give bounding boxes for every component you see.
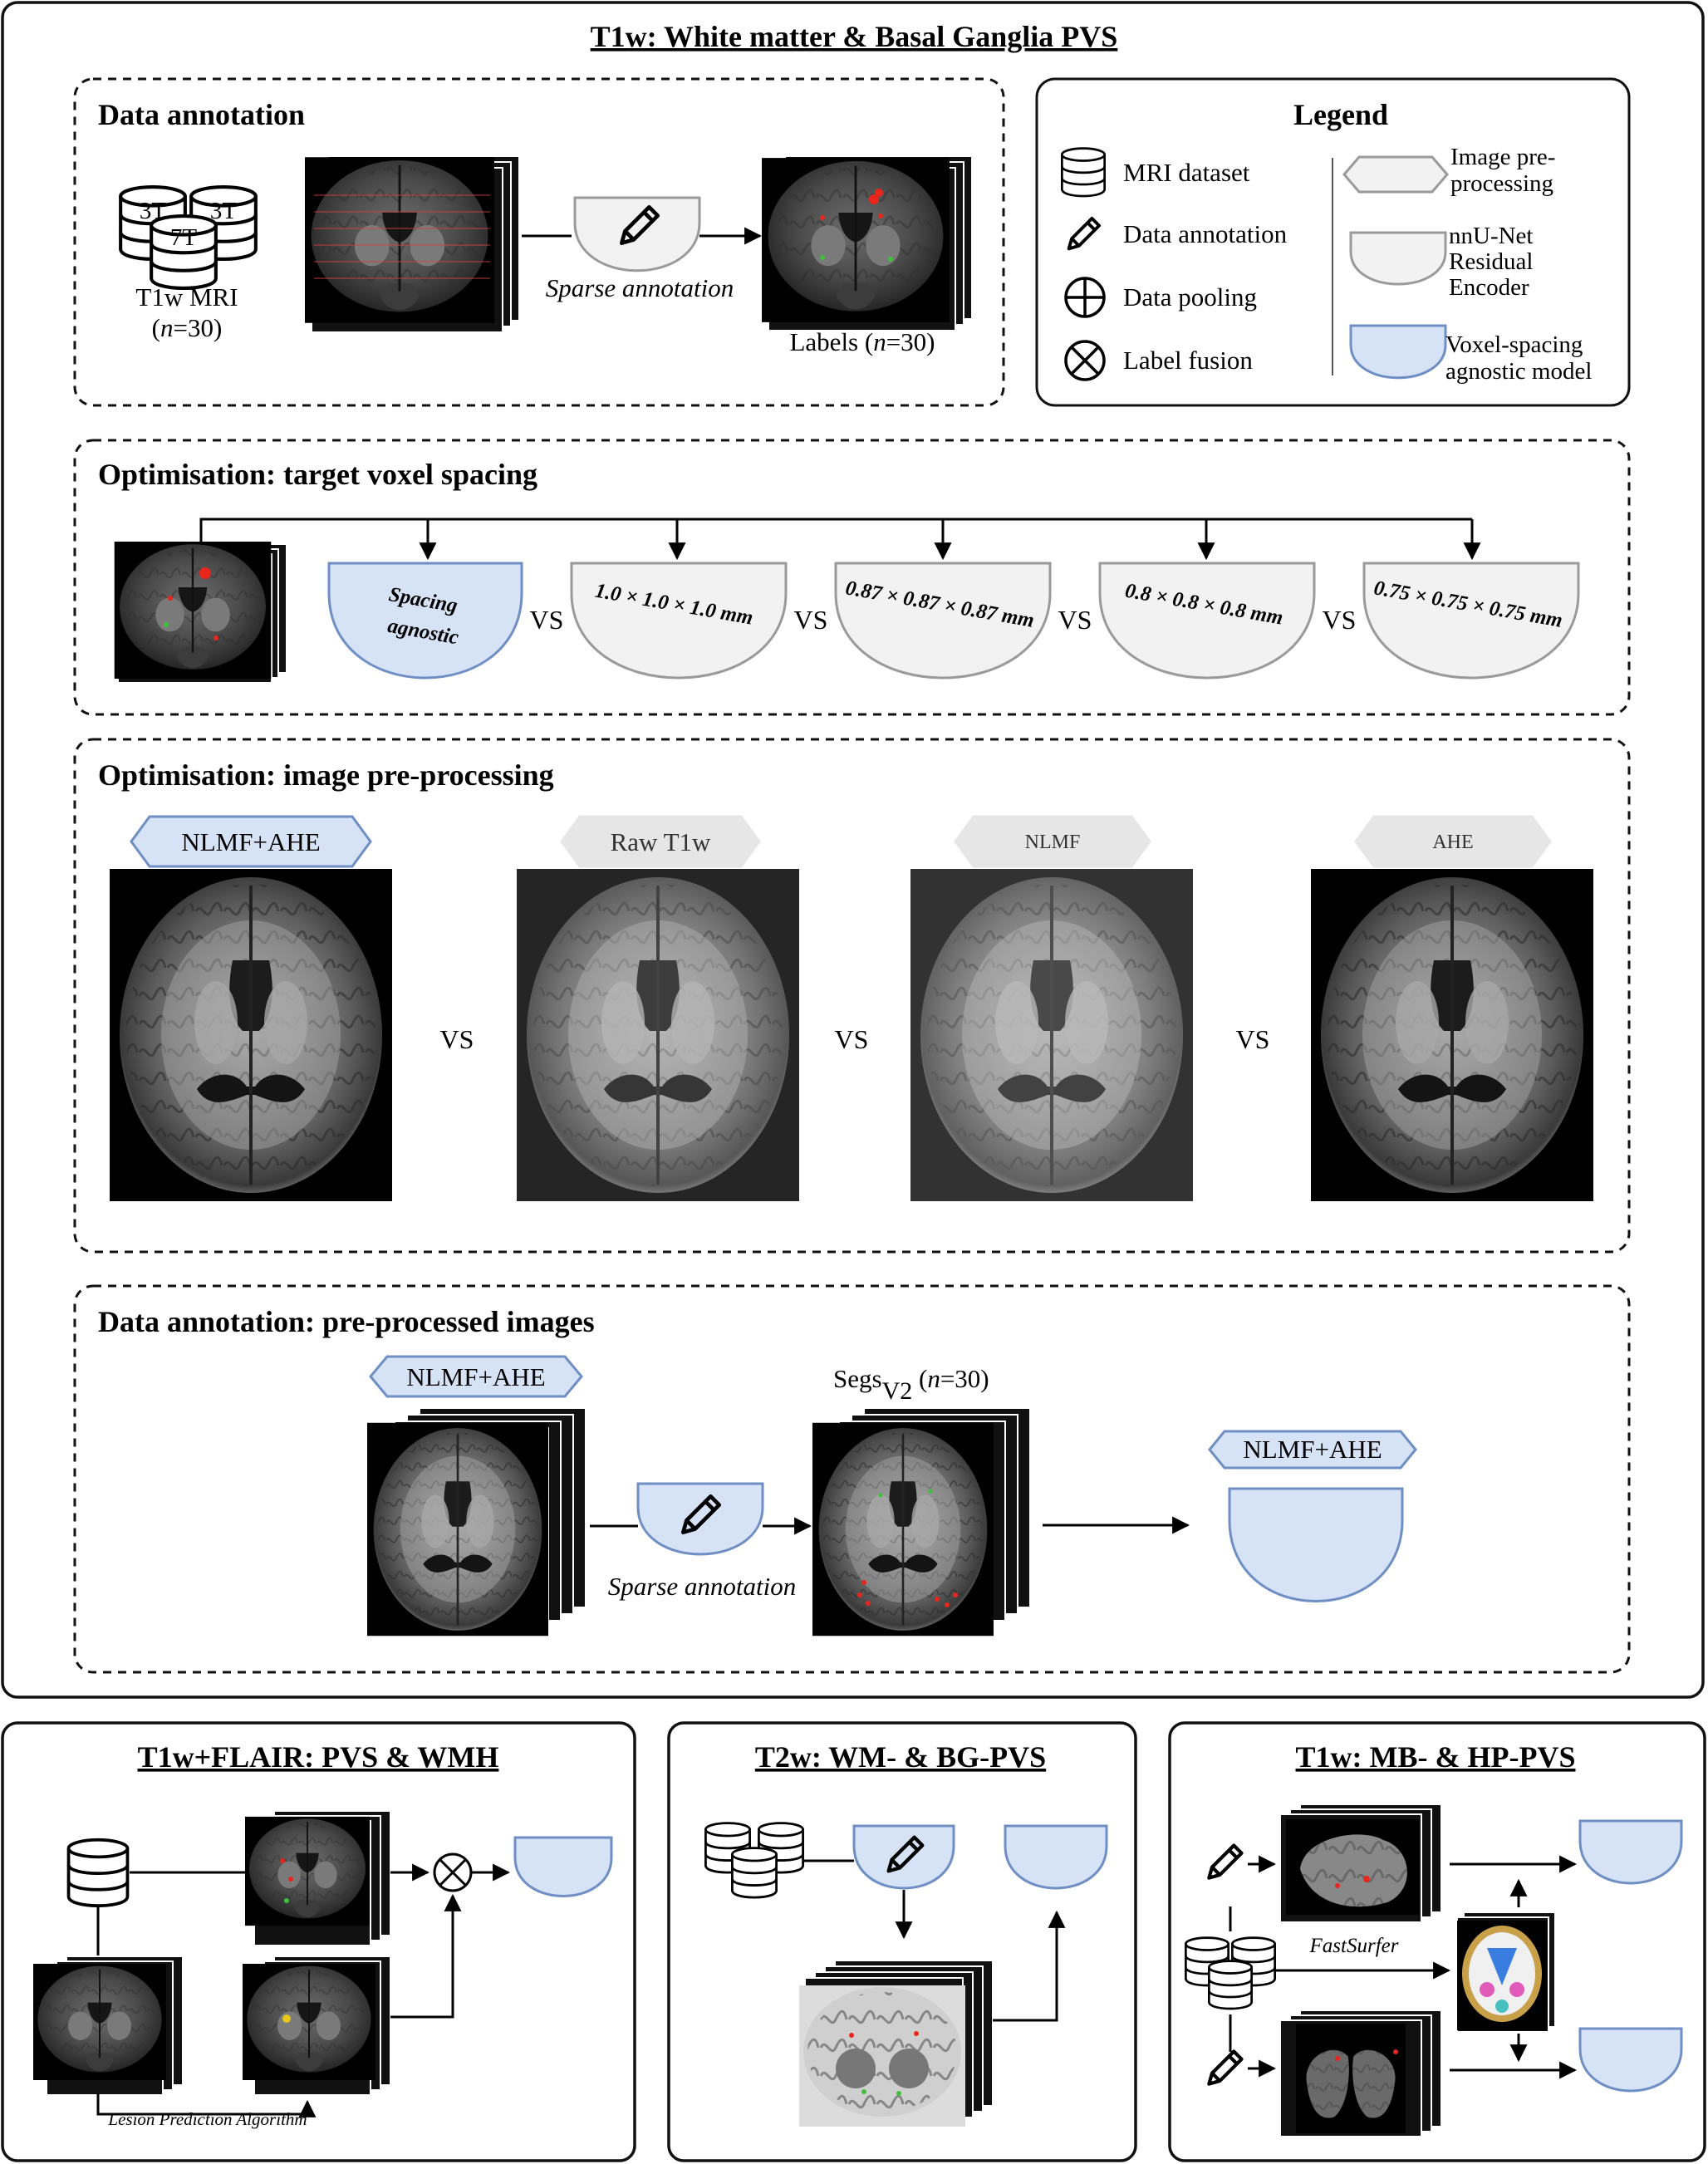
- dataset-n: (n=30): [152, 313, 223, 342]
- lpa-arrow: [96, 2093, 317, 2117]
- preprocessed-axial-stack: [367, 1407, 587, 1637]
- mb-slab-stack: [1279, 1803, 1442, 1923]
- legend-shape-agnostic-line2: agnostic model: [1445, 358, 1592, 385]
- mri-coronal-stack-input: [305, 155, 520, 333]
- legend-label-dataset: MRI dataset: [1123, 158, 1250, 187]
- legend-title: Legend: [1293, 98, 1388, 131]
- hp-slab-stack: [1279, 2009, 1442, 2137]
- voxel-input-coronal-stack: [113, 542, 287, 684]
- final-agnostic-model: [1228, 1487, 1404, 1602]
- legend-label-pooling: Data pooling: [1123, 282, 1257, 312]
- final-model-tag: [1208, 1430, 1417, 1470]
- spacing-option-3: [1098, 562, 1316, 680]
- preproc-option-raw: [560, 815, 761, 868]
- flair-panel-title: T1w+FLAIR: PVS & WMH: [138, 1740, 499, 1774]
- dataset-7t: 7T: [151, 216, 216, 288]
- voxel-spacing-section: [73, 439, 1631, 716]
- hexagon-gray-icon: [1342, 155, 1449, 194]
- preproc-option-nlmf-ahe: [130, 815, 372, 868]
- vs-label-7: VS: [1236, 1024, 1270, 1054]
- flair-output-model: [513, 1836, 613, 1897]
- t2w-output-model: [1004, 1824, 1108, 1890]
- preprocessing-section: [73, 738, 1631, 1254]
- vs-label-1: VS: [530, 605, 564, 635]
- vs-label-4: VS: [1323, 605, 1357, 635]
- data-annotation-section: [73, 77, 1005, 407]
- labels-coronal-stack: [762, 155, 973, 331]
- cup-blue-icon: [1349, 324, 1447, 380]
- spacing-option-1: [570, 562, 788, 680]
- preproc-option-ahe-label: AHE: [1432, 832, 1473, 853]
- fastsurfer-label: FastSurfer: [1309, 1935, 1399, 1957]
- fastsurfer-parcellation-stack: [1456, 1911, 1556, 2033]
- circle-cross-icon: [433, 1852, 473, 1892]
- dataset-label-3: 3T: [210, 198, 238, 224]
- vs-label-5: VS: [440, 1024, 474, 1054]
- axial-brain-raw: [517, 869, 799, 1201]
- legend-shape-preproc-line2: processing: [1450, 170, 1553, 197]
- preprocessed-annotation-section: [73, 1284, 1631, 1674]
- flair-arrow-up-to-fusion: [390, 1893, 462, 2019]
- database-icon: [1061, 147, 1106, 198]
- sparse-annotation-label-2: Sparse annotation: [608, 1572, 796, 1601]
- dataset-caption: T1w MRI: [135, 282, 238, 312]
- mb-output-model: [1578, 1819, 1683, 1885]
- annotation-model-cup: [636, 1482, 764, 1556]
- segs-v2-axial-stack: [812, 1407, 1031, 1637]
- vs-label-6: VS: [835, 1024, 869, 1054]
- legend-shape-preproc-line1: Image pre-: [1450, 144, 1555, 170]
- dataset-3t-right: 3T: [191, 187, 256, 259]
- database-icon: [66, 1838, 130, 1907]
- axial-brain-nlmf-ahe: [110, 869, 392, 1201]
- labels-output-caption: Labels (n=30): [789, 327, 935, 356]
- legend-shape-nnunet-line2: Residual: [1449, 248, 1534, 275]
- preproc-option-raw-label: Raw T1w: [611, 827, 711, 856]
- flair-bottom-right-stack: [243, 1955, 391, 2096]
- flair-bottom-left-stack: [33, 1955, 184, 2096]
- circle-plus-icon: [1064, 277, 1106, 318]
- preprocessed-annotation-title: Data annotation: pre-processed images: [98, 1305, 595, 1338]
- voxel-fanout-arrows: [199, 518, 1481, 561]
- sparse-annotation-label: Sparse annotation: [546, 273, 734, 302]
- preproc-option-nlmf: [954, 815, 1151, 868]
- t2w-arrow-up: [993, 1910, 1066, 2022]
- final-model-tag-label: NLMF+AHE: [1243, 1435, 1382, 1464]
- preprocessed-input-label: NLMF+AHE: [406, 1362, 545, 1391]
- preproc-option-nlmf-ahe-label: NLMF+AHE: [181, 827, 320, 856]
- vs-label-2: VS: [794, 605, 828, 635]
- circle-cross-icon: [1064, 340, 1106, 381]
- preprocessing-title: Optimisation: image pre-processing: [98, 758, 554, 792]
- spacing-agnostic-model: [327, 562, 523, 680]
- legend-shape-agnostic-line1: Voxel-spacing: [1445, 331, 1583, 358]
- legend-label-fusion: Label fusion: [1123, 346, 1253, 375]
- axial-brain-ahe: [1311, 869, 1593, 1201]
- spacing-option-2: [834, 562, 1052, 680]
- dataset-label-2: 7T: [170, 224, 198, 251]
- axial-brain-nlmf: [910, 869, 1193, 1201]
- cup-gray-icon: [1349, 231, 1447, 286]
- lpa-label: Lesion Prediction Algorithm: [107, 2109, 307, 2129]
- hp-output-model: [1578, 2027, 1683, 2093]
- spacing-option-4: [1362, 562, 1580, 680]
- t2w-coronal-stack: [799, 1960, 994, 2127]
- data-annotation-title: Data annotation: [98, 98, 305, 131]
- preproc-option-ahe: [1354, 815, 1552, 868]
- main-title: T1w: White matter & Basal Ganglia PVS: [591, 20, 1118, 53]
- legend-shape-nnunet-line1: nnU-Net: [1449, 223, 1533, 249]
- segs-v2-label: SegsV2 (n=30): [833, 1364, 989, 1405]
- legend-label-annotation: Data annotation: [1123, 219, 1288, 248]
- voxel-spacing-title: Optimisation: target voxel spacing: [98, 458, 537, 491]
- mb-panel-title: T1w: MB- & HP-PVS: [1296, 1740, 1576, 1774]
- main-panel-frame: [1, 1, 1705, 1699]
- legend-shape-nnunet-line3: Encoder: [1449, 274, 1529, 301]
- t2w-annotation-model: [852, 1824, 955, 1890]
- vs-label-3: VS: [1058, 605, 1092, 635]
- t2w-panel-title: T2w: WM- & BG-PVS: [755, 1740, 1046, 1774]
- preproc-option-nlmf-label: NLMF: [1025, 832, 1081, 853]
- flair-top-coronal-stack: [245, 1810, 391, 1946]
- preprocessed-input-tag: [369, 1355, 583, 1398]
